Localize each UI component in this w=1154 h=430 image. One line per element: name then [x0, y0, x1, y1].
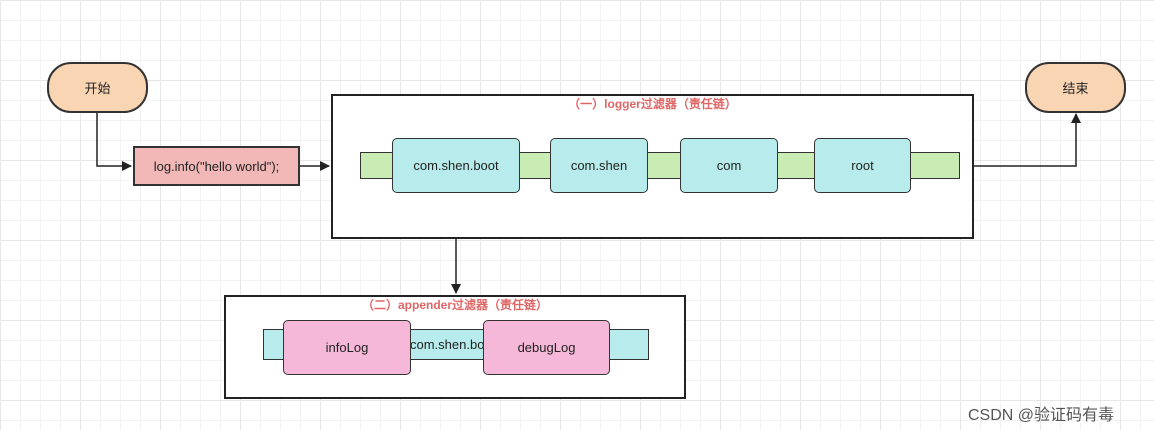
start-node: 开始: [47, 62, 148, 113]
start-label: 开始: [84, 81, 111, 96]
logger-node-label: root: [851, 158, 874, 173]
end-label: 结束: [1062, 81, 1089, 96]
logger-filter-title: （一）logger过滤器（责任链）: [568, 97, 737, 111]
log-call-label: log.info("hello world");: [153, 158, 280, 174]
logger-node-label: com: [716, 158, 742, 173]
logger-node-root: root: [814, 138, 911, 193]
appender-node-debuglog: debugLog: [483, 320, 610, 375]
edge-start-to-log: [96, 112, 132, 171]
appender-filter-title: （二）appender过滤器（责任链）: [361, 298, 548, 312]
log-call-node: log.info("hello world");: [133, 146, 300, 186]
logger-node-label: com.shen: [570, 158, 628, 173]
appender-node-infolog: infoLog: [283, 320, 411, 375]
appender-bar-label: com.shen.boot: [410, 337, 484, 352]
logger-node-com: com: [680, 138, 778, 193]
end-node: 结束: [1025, 62, 1126, 113]
logger-node-label: com.shen.boot: [413, 158, 499, 173]
edge-logger-filter-to-end: [974, 113, 1081, 167]
logger-node-com-shen-boot: com.shen.boot: [392, 138, 520, 193]
logger-node-com-shen: com.shen: [550, 138, 648, 193]
watermark: CSDN @验证码有毒: [968, 407, 1115, 424]
appender-node-label: debugLog: [517, 340, 576, 355]
appender-node-label: infoLog: [325, 340, 369, 355]
